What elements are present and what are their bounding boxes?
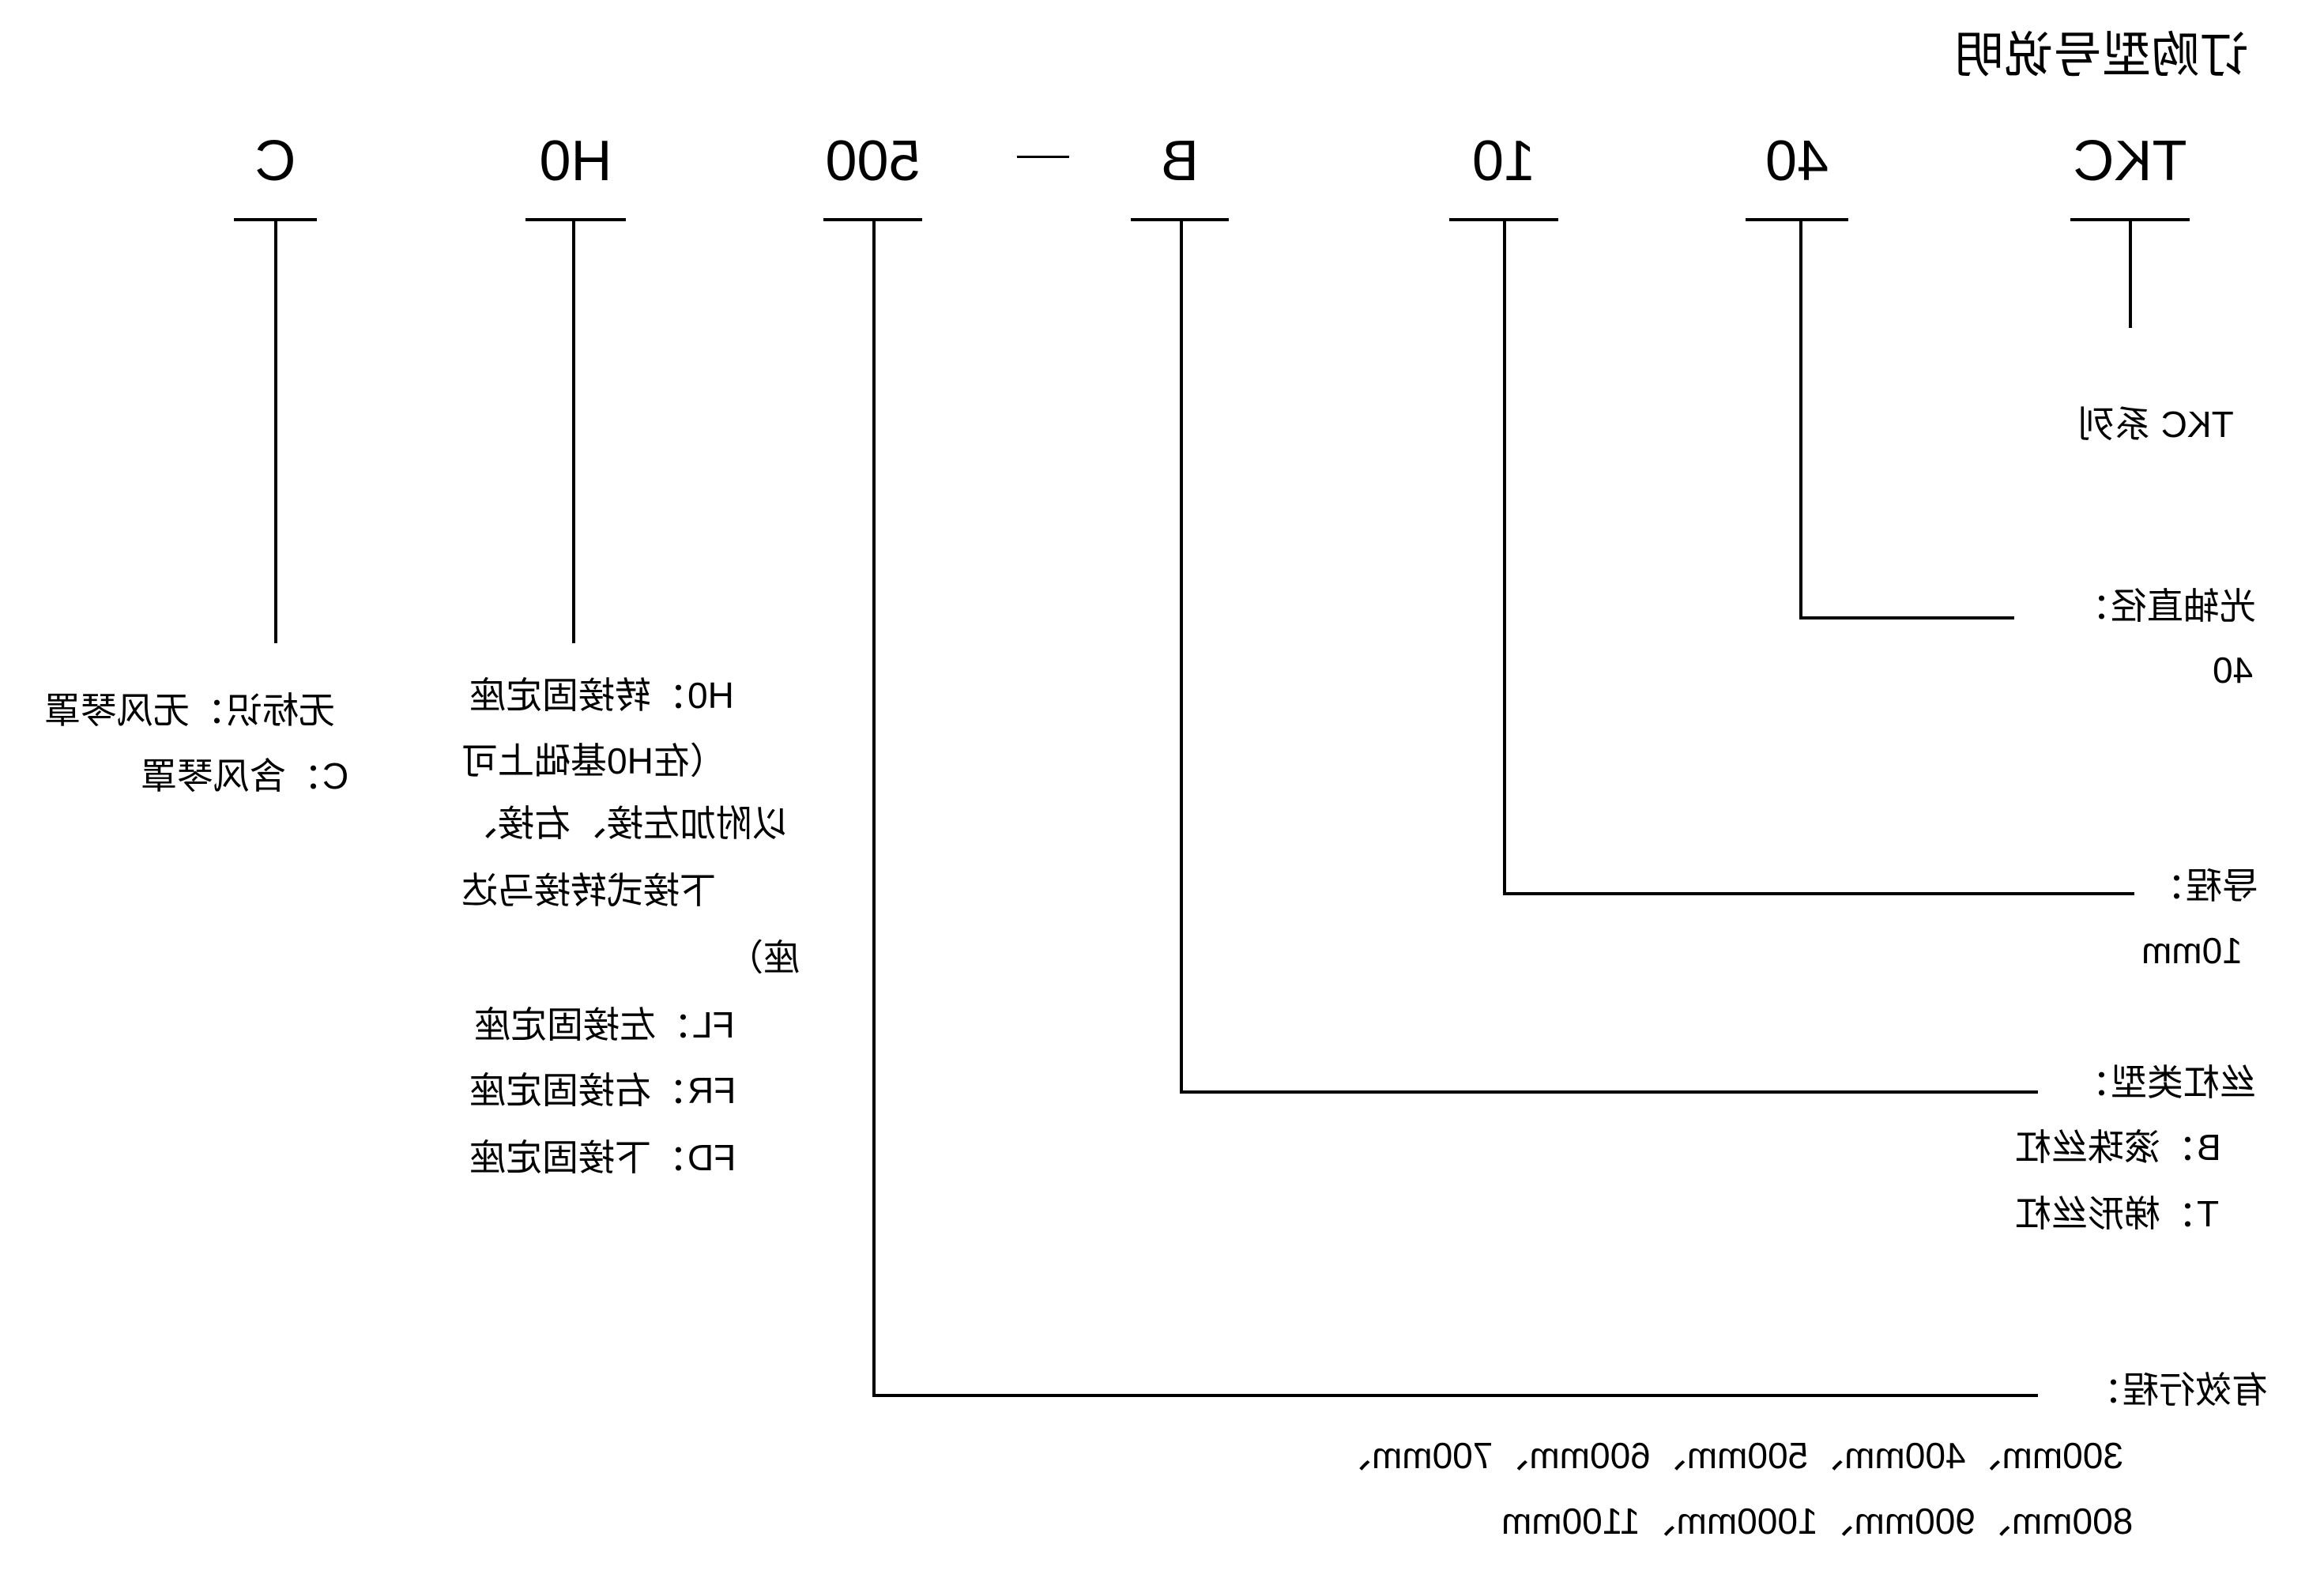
- leader-stroke-h: [872, 1394, 2038, 1397]
- underline-mount: [525, 218, 626, 221]
- diameter-value: 40: [2213, 650, 2254, 691]
- dash-line: [1017, 156, 1069, 158]
- mount-line-fd: FD：下接固定座: [469, 1137, 736, 1178]
- code-cover: C: [254, 130, 296, 193]
- code-diameter: 40: [1765, 130, 1829, 193]
- lead-value: 10mm: [2141, 930, 2243, 971]
- screw-label: 丝杠类型：: [2074, 1062, 2256, 1103]
- mount-line-fl: FL：左接固定座: [474, 1004, 735, 1045]
- leader-screw-type: [1180, 218, 1183, 1093]
- leader-screw-type-h: [1180, 1090, 2038, 1094]
- diameter-label: 光轴直径：: [2074, 586, 2256, 627]
- screw-option-b: B：滚珠丝杠: [2015, 1127, 2221, 1168]
- diagram-title: 订购型号说明: [1954, 28, 2249, 83]
- leader-lead: [1503, 218, 1506, 894]
- cover-line-2: C：含风琴罩: [141, 755, 349, 797]
- stroke-values-line2: 800mm、900mm、1000mm、1100mm: [1501, 1501, 2134, 1542]
- mount-line-1: H0：转接固定座: [469, 675, 734, 716]
- code-series: TKC: [2073, 130, 2187, 193]
- leader-series: [2129, 218, 2132, 328]
- leader-lead-h: [1503, 892, 2134, 895]
- leader-cover: [274, 218, 277, 643]
- leader-diameter-h: [1799, 616, 2014, 620]
- code-mount: H0: [539, 130, 612, 193]
- stroke-values-line1: 300mm、400mm、500mm、600mm、700mm、: [1335, 1435, 2123, 1476]
- lead-label: 导程：: [2149, 865, 2258, 906]
- mount-line-5: 座）: [727, 937, 800, 978]
- cover-line-1: 无标识：无风琴罩: [44, 690, 335, 731]
- mount-line-3: 以附加左接、右接、: [461, 803, 789, 844]
- leader-stroke: [872, 218, 876, 1396]
- code-screw-type: B: [1160, 130, 1200, 193]
- mount-line-2: （在H0基础上可: [461, 740, 726, 781]
- mount-line-fr: FR：右接固定座: [469, 1070, 736, 1111]
- leader-mount: [572, 218, 575, 643]
- leader-diameter: [1799, 218, 1802, 619]
- series-desc: TKC 系列: [2078, 404, 2234, 445]
- mount-line-4: 下接式转接马达: [461, 870, 716, 911]
- stroke-label: 有效行程：: [2086, 1369, 2268, 1410]
- code-stroke: 500: [825, 130, 921, 193]
- underline-diameter: [1746, 218, 1848, 221]
- code-lead: 10: [1471, 130, 1536, 193]
- screw-option-t: T：梯形丝杠: [2015, 1193, 2220, 1234]
